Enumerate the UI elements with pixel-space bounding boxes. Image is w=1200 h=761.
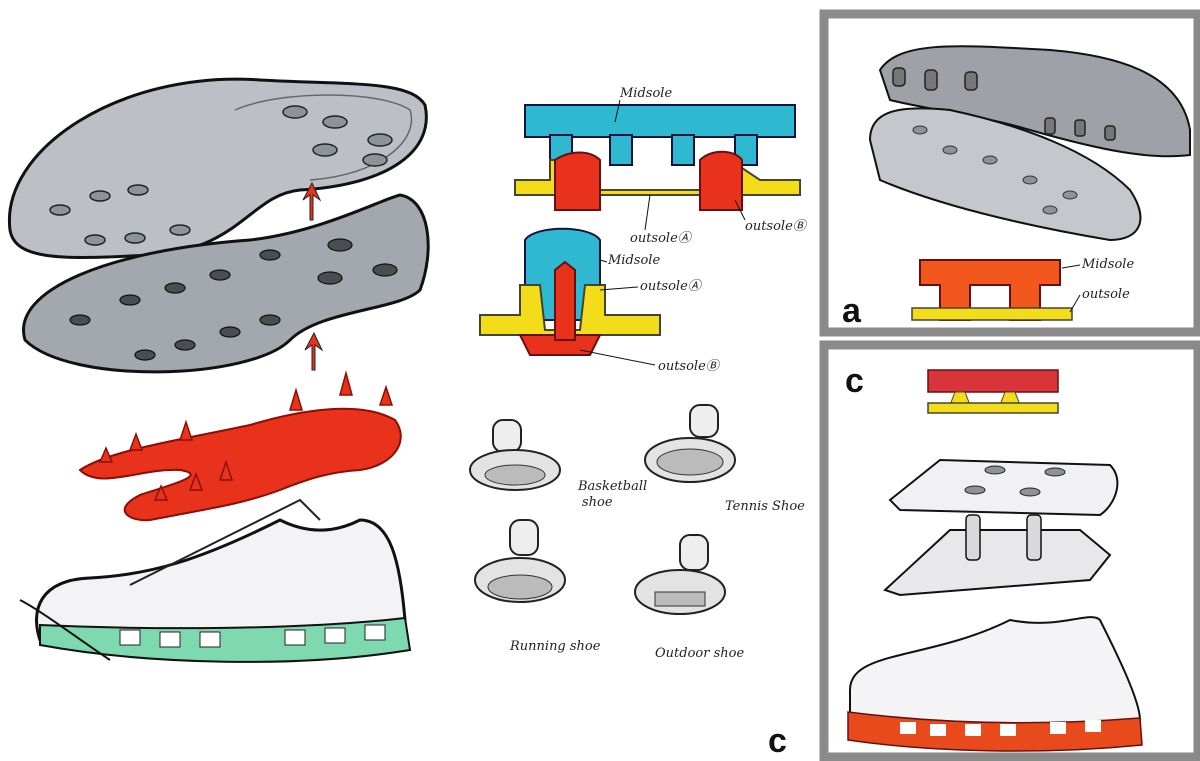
shoe-sketch-left: [19, 498, 412, 663]
label-midsole-mid: Midsole: [607, 253, 660, 268]
stud-outdoor: Outdoor shoe: [634, 534, 744, 661]
outsole-sketch-middle: [22, 193, 430, 374]
spike-plate-red: [78, 370, 402, 522]
panel-a: Midsole outsole a: [819, 9, 1200, 337]
label-outsole-a: outsoleⒶ: [630, 231, 693, 246]
label-basketball: Basketball: [577, 479, 647, 494]
label-outdoor: Outdoor shoe: [655, 646, 744, 661]
label-running: Running shoe: [509, 639, 601, 654]
label-panel-a-outsole: outsole: [1082, 287, 1130, 302]
arrow-up-icon: [302, 181, 322, 221]
label-outsole-b: outsoleⒷ: [745, 219, 808, 234]
stud-running: Running shoe: [474, 519, 601, 654]
label-basketball-shoe: shoe: [582, 495, 613, 510]
panel-letter-main: c: [768, 722, 787, 760]
cross-section-zoom: Midsole outsoleⒶ outsoleⒷ: [479, 227, 721, 374]
label-panel-a-midsole: Midsole: [1081, 257, 1134, 272]
stud-basketball: Basketball shoe: [469, 419, 647, 510]
panel-c: c: [819, 340, 1200, 761]
panel-letter-a: a: [842, 292, 862, 330]
label-outsole-a2: outsoleⒶ: [640, 279, 703, 294]
panel-letter-c: c: [845, 362, 864, 400]
label-outsole-b2: outsoleⒷ: [658, 359, 721, 374]
label-midsole-top: Midsole: [619, 86, 672, 101]
stud-tennis: Tennis Shoe: [644, 404, 805, 514]
cross-section-top: Midsole outsoleⒶ outsoleⒷ: [514, 86, 808, 246]
label-tennis: Tennis Shoe: [725, 499, 805, 514]
arrow-up-icon: [304, 331, 324, 371]
